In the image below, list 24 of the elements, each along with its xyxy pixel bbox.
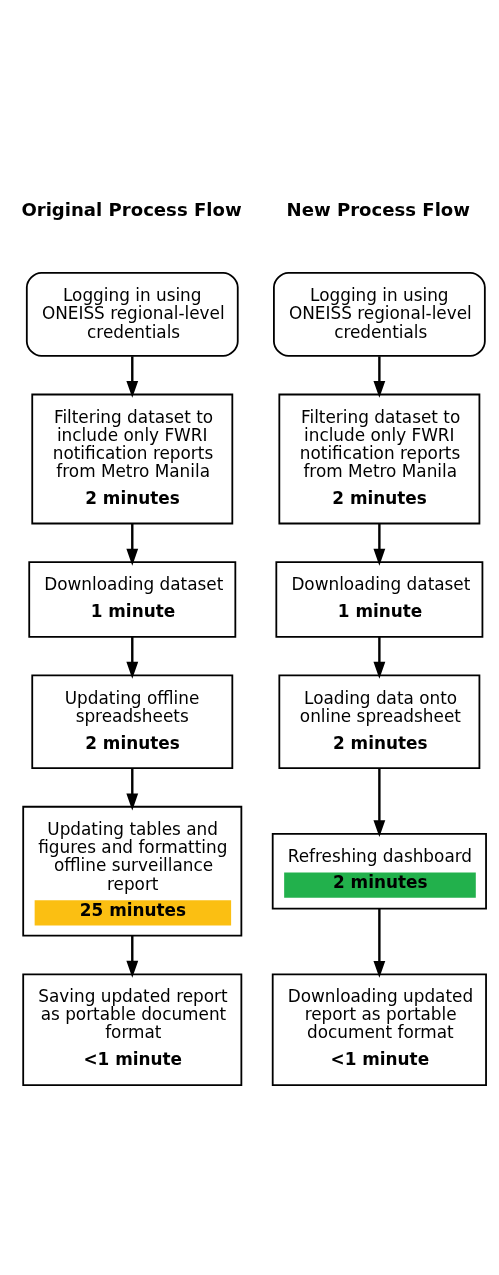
node-box: Filtering dataset to include only FWRI notification reports from Metro Manila 2 minutes: [31, 393, 234, 524]
label: Original Process Flow: [21, 198, 242, 220]
node-box: Updating tables and figures and formatting offline surveillance report 25 minutes: [22, 805, 243, 937]
arrow: [126, 355, 139, 398]
arrow: [373, 355, 386, 398]
node-box: Downloading dataset 1 minute: [275, 560, 484, 638]
node-box: Updating offline spreadsheets 2 minutes: [31, 673, 234, 769]
node-box: Refreshing dashboard 2 minutes: [271, 832, 487, 909]
node-box: Loading data onto online spreadsheet 2 minutes: [278, 673, 481, 769]
label: New Process Flow: [286, 198, 470, 220]
arrow: [126, 935, 139, 978]
node-box: Downloading dataset 1 minute: [28, 560, 237, 638]
node-box: Filtering dataset to include only FWRI notification reports from Metro Manila 2 minutes: [278, 393, 481, 524]
arrow: [373, 523, 386, 566]
node-box: Saving updated report as portable document format <1 minute: [22, 972, 243, 1086]
arrow: [373, 636, 386, 679]
arrow: [126, 636, 139, 679]
node-box: Downloading updated report as portable document format <1 minute: [271, 972, 487, 1086]
arrow: [126, 523, 139, 566]
arrow: [373, 908, 386, 978]
arrow: [126, 767, 139, 810]
node-box: Logging in using ONEISS regional-level credentials: [273, 271, 486, 357]
node-box: Logging in using ONEISS regional-level credentials: [25, 271, 239, 357]
arrow: [373, 767, 386, 837]
